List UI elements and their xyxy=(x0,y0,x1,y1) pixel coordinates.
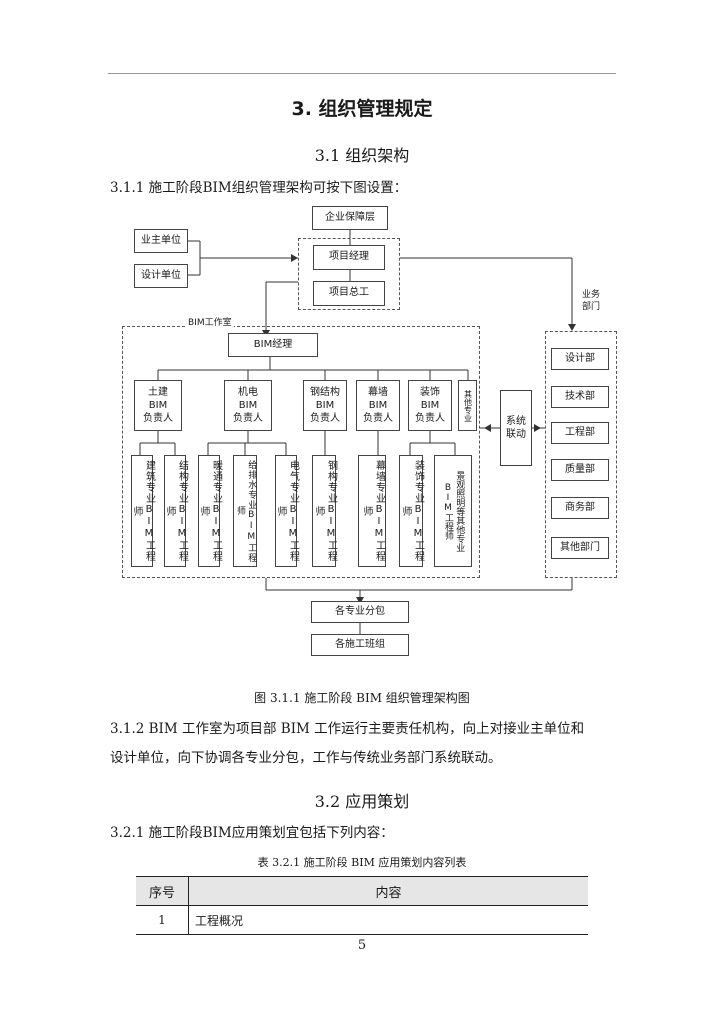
hvac-bim-engineer: 暖通专业BIM工程师 xyxy=(198,455,222,567)
mep-bim-lead: 机电 BIM 负责人 xyxy=(224,380,272,431)
subcontractors-box: 各专业分包 xyxy=(311,601,409,623)
org-chart-connectors xyxy=(139,230,576,634)
plumbing-bim-engineer: 给排水专业BIM工程师 xyxy=(233,455,257,567)
business-departments-group xyxy=(545,331,617,578)
structure-bim-engineer: 结构专业BIM工程师 xyxy=(164,455,188,567)
chief-engineer-box: 项目总工 xyxy=(313,281,385,306)
decoration-bim-lead: 装饰 BIM 负责人 xyxy=(408,380,452,431)
paragraph-3-1-2-line1: 3.1.2 BIM 工作室为项目部 BIM 工作运行主要责任机构，向上对接业主单… xyxy=(110,721,585,737)
subsection-title-3-2: 3.2 应用策划 xyxy=(314,792,410,811)
dept-design: 设计部 xyxy=(551,348,609,370)
bim-studio-group xyxy=(122,326,480,578)
design-unit-box: 设计单位 xyxy=(134,264,188,288)
business-dept-label-1: 业务 xyxy=(582,290,601,300)
dept-engineering: 工程部 xyxy=(551,422,609,444)
enterprise-guarantee-box: 企业保障层 xyxy=(312,206,388,230)
figure-caption: 图 3.1.1 施工阶段 BIM 组织管理架构图 xyxy=(254,691,470,705)
other-specialty-lead: 其他专业 xyxy=(458,380,477,431)
landscape-lighting-bim-engineer: 景观照明等其他专业BIM工程师 xyxy=(434,455,472,567)
table-header-row: 序号 内容 xyxy=(136,876,588,906)
dept-quality: 质量部 xyxy=(551,459,609,481)
table-header-index: 序号 xyxy=(136,876,189,906)
steel-bim-lead: 钢结构 BIM 负责人 xyxy=(303,380,347,431)
system-link-box: 系统 联动 xyxy=(500,390,532,466)
project-management-group xyxy=(298,238,400,310)
architecture-bim-engineer: 建筑专业BIM工程师 xyxy=(131,455,155,567)
table-cell-index: 1 xyxy=(136,905,189,935)
paragraph-3-1-1: 3.1.1 施工阶段BIM组织管理架构可按下图设置： xyxy=(110,180,408,196)
paragraph-3-2-1: 3.2.1 施工阶段BIM应用策划宜包括下列内容： xyxy=(110,825,394,841)
bim-manager-box: BIM经理 xyxy=(228,333,318,357)
section-heading: 3. 组织管理规定 xyxy=(291,98,433,120)
dept-other: 其他部门 xyxy=(551,537,609,559)
page-number: 5 xyxy=(357,938,367,953)
construction-teams-box: 各施工班组 xyxy=(311,634,409,656)
strategy-table: 序号 内容 1 工程概况 xyxy=(136,876,588,935)
paragraph-3-1-2-line2: 设计单位，向下协调各专业分包，工作与传统业务部门系统联动。 xyxy=(110,750,502,766)
steel-structure-bim-engineer: 钢构专业BIM工程师 xyxy=(312,455,337,567)
electrical-bim-engineer: 电气专业BIM工程师 xyxy=(275,455,299,567)
subsection-title-3-1: 3.1 组织架构 xyxy=(314,146,410,165)
business-dept-label-2: 部门 xyxy=(582,302,601,312)
table-cell-content: 工程概况 xyxy=(188,905,588,935)
dept-commercial: 商务部 xyxy=(551,497,609,519)
civil-bim-lead: 土建 BIM 负责人 xyxy=(134,380,182,431)
bim-studio-label: BIM工作室 xyxy=(186,315,234,328)
dept-technical: 技术部 xyxy=(551,386,609,408)
curtain-wall-bim-lead: 幕墙 BIM 负责人 xyxy=(356,380,400,431)
header-rule xyxy=(108,73,616,74)
table-header-content: 内容 xyxy=(188,876,588,906)
decoration-bim-engineer: 装饰专业BIM工程师 xyxy=(399,455,424,567)
owner-unit-box: 业主单位 xyxy=(134,229,188,253)
curtain-wall-bim-engineer: 幕墙专业BIM工程师 xyxy=(358,455,386,567)
table-row: 1 工程概况 xyxy=(136,905,588,935)
table-caption: 表 3.2.1 施工阶段 BIM 应用策划内容列表 xyxy=(257,856,467,869)
project-manager-box: 项目经理 xyxy=(313,245,385,270)
